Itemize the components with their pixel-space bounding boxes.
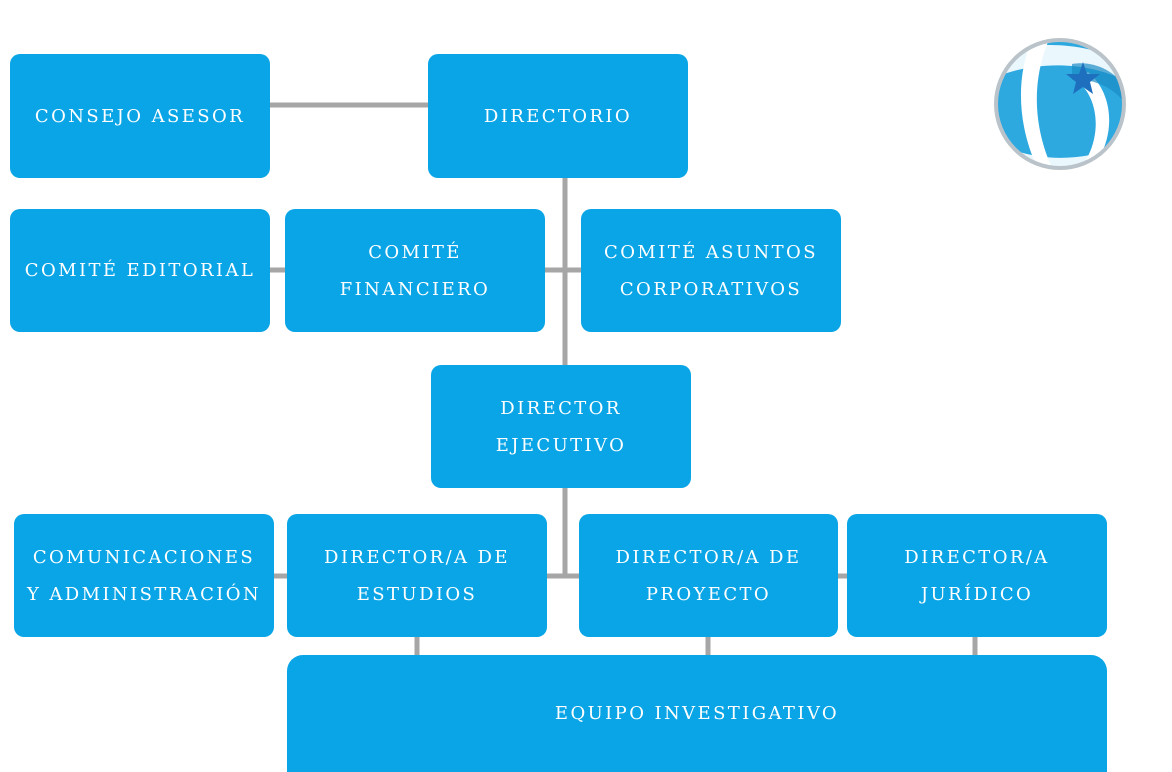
node-equipo-investigativo: EQUIPO INVESTIGATIVO xyxy=(287,655,1107,772)
node-label: COMITÉ ASUNTOS CORPORATIVOS xyxy=(604,241,818,300)
node-label: EQUIPO INVESTIGATIVO xyxy=(554,703,840,724)
node-consejo-asesor: CONSEJO ASESOR xyxy=(10,54,270,178)
node-comunicaciones-administracion: COMUNICACIONES Y ADMINISTRACIÓN xyxy=(14,514,274,637)
node-label: DIRECTOR/A JURÍDICO xyxy=(904,546,1050,605)
node-director-estudios: DIRECTOR/A DE ESTUDIOS xyxy=(287,514,547,637)
node-comite-financiero: COMITÉ FINANCIERO xyxy=(285,209,545,332)
globe-star-logo-icon xyxy=(994,38,1126,170)
node-director-proyecto: DIRECTOR/A DE PROYECTO xyxy=(579,514,838,637)
node-label: COMUNICACIONES Y ADMINISTRACIÓN xyxy=(26,546,262,605)
node-label: DIRECTOR EJECUTIVO xyxy=(495,397,627,456)
node-label: COMITÉ EDITORIAL xyxy=(24,260,256,281)
node-label: COMITÉ FINANCIERO xyxy=(339,241,491,300)
node-directorio: DIRECTORIO xyxy=(428,54,688,178)
node-label: CONSEJO ASESOR xyxy=(34,105,246,127)
node-comite-editorial: COMITÉ EDITORIAL xyxy=(10,209,270,332)
node-comite-asuntos-corporativos: COMITÉ ASUNTOS CORPORATIVOS xyxy=(581,209,841,332)
node-label: DIRECTOR/A DE PROYECTO xyxy=(615,546,802,605)
node-label: DIRECTOR/A DE ESTUDIOS xyxy=(324,546,510,605)
node-director-juridico: DIRECTOR/A JURÍDICO xyxy=(847,514,1107,637)
node-director-ejecutivo: DIRECTOR EJECUTIVO xyxy=(431,365,691,488)
node-label: DIRECTORIO xyxy=(483,105,633,127)
